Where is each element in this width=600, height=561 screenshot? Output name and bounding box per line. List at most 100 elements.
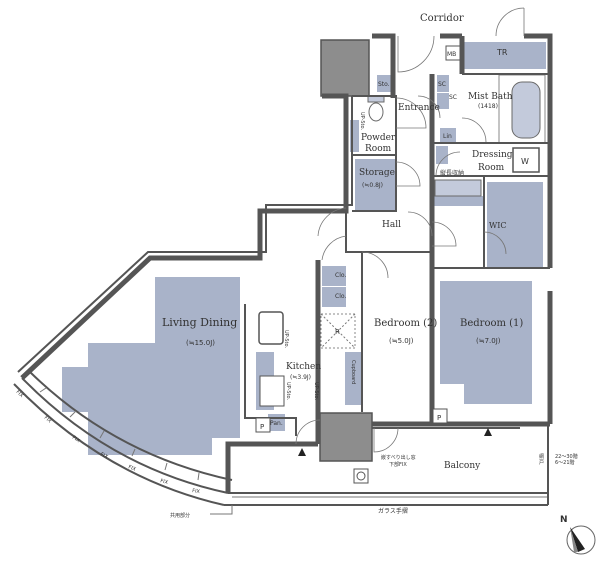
wall-top-right — [440, 33, 553, 424]
wic-label: WIC — [489, 221, 507, 230]
mist-bath-size: (1418) — [478, 103, 498, 110]
balcony-note-2: 戸 — [539, 460, 544, 466]
sto-label: Sto. — [378, 81, 390, 88]
door-storage — [395, 161, 421, 187]
sc-cabinet-1 — [437, 75, 449, 92]
outdoor-drain — [353, 468, 369, 484]
dressing-label-1: Dressing — [472, 150, 513, 160]
storage-label: Storage — [359, 168, 395, 178]
p-box-kitchen — [255, 417, 271, 433]
wic-rack — [487, 182, 543, 267]
fix-label-5: FIX — [127, 464, 137, 473]
shoe-storage-label: 縦長収納 — [440, 169, 464, 177]
wall-top-left — [372, 33, 396, 98]
north-arrow: N — [560, 515, 596, 555]
triangle-marker-bedroom — [484, 428, 492, 436]
trunk-room — [462, 42, 546, 69]
doors-layer — [295, 7, 525, 453]
w-label: W — [521, 157, 529, 166]
door-hall-bottom — [321, 235, 347, 261]
triangle-marker-kitchen — [298, 448, 306, 456]
north-needle-light — [570, 527, 578, 552]
wall-living-bottom — [225, 441, 318, 493]
storage-room — [355, 159, 395, 211]
wall-powder — [352, 95, 397, 155]
window-note-2: 下部FIX — [389, 461, 407, 468]
balcony-outline — [224, 492, 548, 506]
north-label: N — [560, 515, 568, 525]
door-bath — [461, 117, 487, 143]
corridor-label: Corridor — [420, 13, 464, 24]
glass-railing-label: ガラス手摺 — [378, 507, 408, 515]
powder-label-1: Powder — [361, 133, 396, 143]
wall-curved-exterior — [21, 377, 229, 494]
bedroom2-closet-2 — [322, 287, 346, 307]
window-note-1: 嵌すべり出し窓 — [381, 454, 416, 461]
kitchen-label: Kitchen — [286, 362, 321, 372]
pillar-bottom — [319, 412, 373, 462]
kitchen-sink — [258, 311, 284, 345]
storage-size: (≒0.8J) — [362, 182, 383, 189]
wall-left-upper-inner — [17, 96, 353, 373]
balcony-note-1: 網 — [539, 453, 544, 460]
wall-curved-exterior-inner — [29, 371, 233, 481]
living-dining-label: Living Dining — [162, 316, 237, 329]
toilet-bowl — [368, 102, 384, 122]
living-dining-size: (≒15.0J) — [186, 339, 215, 347]
cupboard-unit — [345, 352, 363, 405]
dressing-counter — [436, 146, 448, 164]
mist-bath-label: Mist Bath — [468, 92, 513, 102]
cooktop — [259, 375, 285, 407]
bathtub — [511, 81, 541, 139]
dressing-label-2: Room — [478, 163, 505, 173]
powder-counter — [350, 120, 359, 152]
cupboard-label: Cupboard — [350, 360, 356, 384]
clo1-label: Clo. — [335, 272, 346, 279]
fix-label-4: FIX — [99, 451, 109, 460]
sto-cabinet — [377, 75, 393, 92]
north-ring — [566, 525, 596, 555]
door-tr — [495, 7, 525, 37]
door-bedroom1 — [431, 221, 457, 247]
clo2-label: Clo. — [335, 293, 346, 300]
bedroom2-size: (≒5.0J) — [389, 337, 414, 345]
balcony-label: Balcony — [444, 461, 481, 471]
washer-box — [512, 147, 540, 173]
wall-left-upper — [20, 93, 349, 380]
fix-label-7: FIX — [192, 488, 201, 495]
fix-label-2: FIX — [43, 415, 53, 425]
fix-label-6: FIX — [159, 478, 169, 486]
bedroom2-label: Bedroom (2) — [374, 318, 437, 329]
pillar-top — [320, 39, 370, 97]
up-sto-label-2: UP-Sto. — [283, 330, 289, 348]
markers — [255, 45, 492, 456]
door-dressing — [435, 151, 461, 177]
up-sto-label-1: UP-Sto. — [359, 112, 365, 130]
fridge-cross-2 — [320, 313, 356, 349]
furniture-layer — [62, 42, 546, 455]
vanity-sink — [434, 179, 482, 197]
floor-note-2: 6～21階 — [555, 459, 575, 466]
bedroom1-size: (≒7.0J) — [476, 337, 501, 345]
entrance-label: Entrance — [398, 103, 440, 113]
labels-layer: Corridor TR MB Sto. SC SC Entrance Mist … — [15, 13, 578, 519]
pan-label: Pan. — [270, 420, 283, 427]
living-dining-furniture — [62, 277, 240, 455]
bedroom1-bed — [440, 281, 532, 404]
sc1-label: SC — [438, 81, 446, 88]
p-box-bedroom — [432, 408, 448, 424]
door-wic — [483, 231, 507, 255]
kitchen-size: (≒3.9J) — [290, 374, 311, 381]
fix-label-3: FIX — [71, 435, 81, 445]
linen-shelf — [440, 128, 456, 142]
door-hall-left — [317, 207, 347, 237]
door-powder — [395, 97, 427, 129]
r-label: R — [335, 328, 340, 336]
door-balcony — [373, 427, 399, 453]
fix-label-1: FIX — [15, 389, 25, 399]
sc-cabinet-2 — [437, 93, 449, 109]
floor-note-1: 22～30階 — [555, 453, 578, 460]
door-corridor-entrance — [397, 35, 435, 73]
door-hall-right — [407, 211, 433, 237]
